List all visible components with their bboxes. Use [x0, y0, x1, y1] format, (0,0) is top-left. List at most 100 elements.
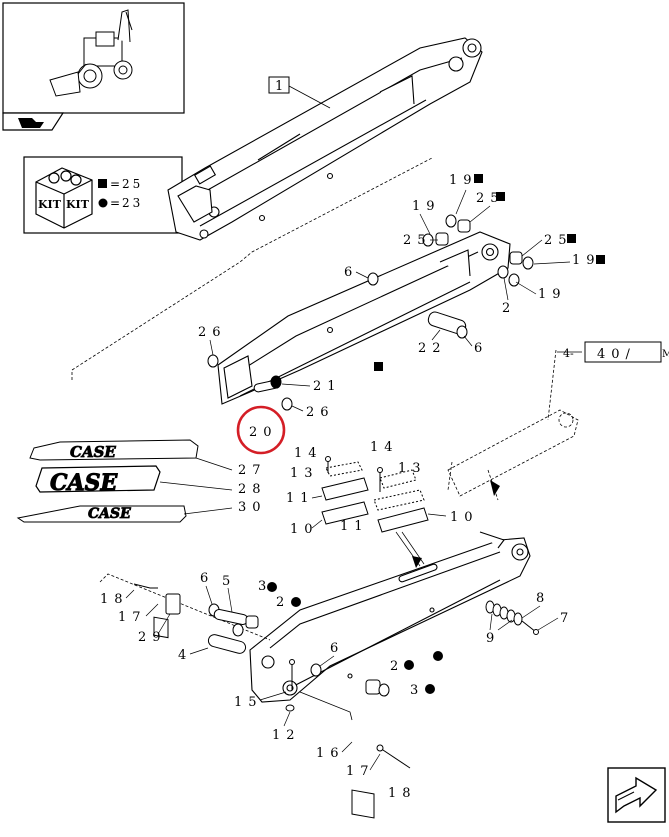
callout-6b: 6	[474, 341, 488, 356]
kit-circle-marker	[425, 684, 435, 694]
callout-25a: 25	[476, 191, 505, 206]
callout-10b: 10	[450, 510, 479, 525]
callout-10a: 10	[290, 522, 319, 537]
kit-marker	[567, 234, 576, 243]
callout-27: 27	[238, 463, 267, 478]
callout-19a: 19	[449, 173, 478, 188]
ref-leader	[288, 85, 331, 109]
kit-label-left: KIT	[38, 198, 62, 211]
kit-legend: KIT KIT = 25 = 23	[23, 156, 183, 234]
callout-19c: 19	[572, 253, 601, 268]
callout-3a: 3	[258, 579, 272, 594]
kit-circle-marker	[291, 597, 301, 607]
ref-box-assembly	[268, 76, 290, 94]
boundary-lower-2	[299, 691, 353, 721]
callout-14b: 14	[370, 440, 399, 455]
callout-4: 4	[178, 648, 192, 663]
callout-14a: 14	[294, 446, 323, 461]
callout-7: 7	[560, 611, 574, 626]
case-logo-large: CASE	[50, 470, 118, 496]
callout-6a: 6	[344, 265, 358, 280]
callout-28: 28	[238, 482, 267, 497]
kit-label-right: KIT	[66, 198, 90, 211]
square-kit-value: 25	[122, 177, 143, 191]
callout-8: 8	[536, 591, 550, 606]
callout-3b: 3	[410, 683, 424, 698]
loader-view-icon	[18, 118, 44, 128]
machine-thumbnail-panel	[2, 2, 185, 131]
callouts-pads: 14 14 13 13 11 11 10 10	[286, 440, 479, 537]
pad-arrow	[412, 556, 422, 568]
square-eq: =	[110, 177, 123, 191]
extending-arm-lower	[249, 531, 531, 703]
callout-17b: 17	[346, 764, 375, 779]
lower-hardware	[133, 583, 539, 819]
callout-29: 29	[138, 630, 167, 645]
circle-eq: =	[110, 196, 123, 210]
callout-18b: 18	[388, 786, 417, 801]
case-logo-small: CASE	[70, 443, 116, 461]
kit-square-marker	[374, 362, 383, 371]
callout-30: 30	[238, 500, 267, 515]
decal-leaders	[159, 457, 233, 515]
callout-11a: 11	[286, 491, 315, 506]
callout-26b: 26	[306, 405, 335, 420]
circle-symbol	[98, 198, 108, 208]
square-symbol	[98, 179, 107, 188]
dipper-arm-assembly	[217, 231, 511, 405]
highlighted-callout-20: 20	[249, 425, 278, 440]
callout-22: 22	[418, 341, 447, 356]
kit-circle-marker	[433, 651, 443, 661]
highlight-ring	[236, 405, 286, 455]
kit-marker	[474, 174, 483, 183]
callout-9: 9	[486, 631, 500, 646]
backhoe-loader-thumbnail	[49, 9, 133, 97]
callout-6c: 6	[200, 571, 214, 586]
circle-kit-value: 23	[122, 196, 143, 210]
callout-2b: 2	[276, 595, 290, 610]
callout-25b: 25	[403, 233, 432, 248]
kit-marker	[596, 255, 605, 264]
callout-6d: 6	[330, 641, 344, 656]
cross-ref-suffix: M	[662, 349, 669, 360]
group-boundary-top	[71, 157, 433, 380]
callout-17a: 17	[118, 610, 147, 625]
callout-19b: 19	[412, 199, 441, 214]
group-boundary-lower	[99, 573, 271, 641]
callouts-mid: 19 25 19 25 25 19 19 6 2 26 22 6 21 26	[198, 173, 605, 420]
cross-ref-dash: 4-	[563, 347, 574, 360]
callout-16: 16	[316, 746, 345, 761]
hydraulic-cylinder-ghost	[447, 349, 579, 501]
decal-30: CASE	[16, 505, 187, 523]
callout-2a: 2	[502, 301, 516, 316]
kit-box-icon	[35, 167, 93, 229]
next-page-arrow-icon[interactable]	[607, 767, 666, 823]
callout-19d: 19	[538, 287, 567, 302]
case-logo-decal-30: CASE	[88, 506, 131, 522]
boom-assembly-top	[167, 37, 483, 241]
decal-27: CASE	[29, 439, 199, 461]
callout-2c: 2	[390, 659, 404, 674]
callout-11b: 11	[340, 519, 369, 534]
callouts-lower: 6 5 3 2 18 17 29 4 8 9 7 6 2 3 15 12 16 …	[100, 571, 574, 801]
kit-circle-marker	[404, 660, 414, 670]
wear-pads	[321, 456, 429, 533]
kit-marker	[496, 192, 505, 201]
callout-13b: 13	[398, 461, 427, 476]
mid-hardware	[207, 214, 534, 411]
cross-reference: 4- 40/ M	[557, 341, 669, 363]
callout-15: 15	[234, 695, 263, 710]
direction-arrow	[490, 480, 500, 496]
kit-circle-marker	[267, 582, 277, 592]
callout-13a: 13	[290, 466, 319, 481]
callout-21: 21	[313, 379, 342, 394]
callout-18a: 18	[100, 592, 129, 607]
decal-28: CASE	[35, 465, 161, 497]
cross-ref-code: 40/	[597, 347, 636, 362]
callout-26a: 26	[198, 325, 227, 340]
callout-5: 5	[222, 574, 236, 589]
lower-leaders	[125, 585, 559, 771]
callout-12: 12	[272, 728, 301, 743]
